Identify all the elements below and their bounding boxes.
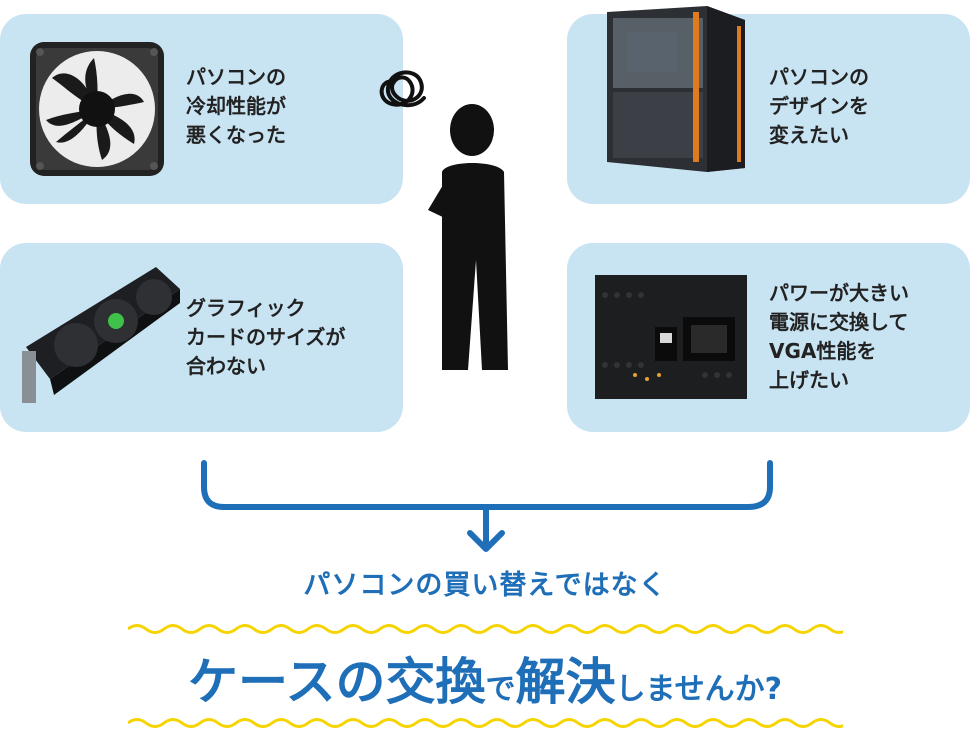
case-fan-icon <box>30 42 164 176</box>
headline-main: ケースの交換で解決しませんか? <box>125 642 845 714</box>
card-gpu-size: グラフィック カードのサイズが 合わない <box>0 243 403 432</box>
wave-divider-bottom <box>128 718 843 728</box>
card-cooling-text: パソコンの 冷却性能が 悪くなった <box>186 65 286 147</box>
power-supply-icon <box>595 275 747 399</box>
card-cooling: パソコンの 冷却性能が 悪くなった <box>0 14 403 204</box>
card-power-text: パワーが大きい 電源に交換して VGA性能を 上げたい <box>769 281 909 392</box>
merge-arrow-icon <box>201 460 773 552</box>
card-power: パワーが大きい 電源に交換して VGA性能を 上げたい <box>567 243 970 432</box>
headline-part-case-change: ケースの交換 <box>187 653 486 711</box>
card-design-text: パソコンの デザインを 変えたい <box>769 65 869 147</box>
wave-divider-top <box>128 624 843 634</box>
pc-case-icon <box>607 6 745 172</box>
headline-subtitle: パソコンの買い替えではなく <box>303 570 667 601</box>
headline-part-de: で <box>485 672 516 707</box>
card-design: パソコンの デザインを 変えたい <box>567 6 970 204</box>
headline-part-solve: 解決 <box>515 653 616 711</box>
graphics-card-icon <box>22 267 180 403</box>
headline-part-question: しませんか? <box>615 672 782 707</box>
thinking-person-icon <box>379 70 508 370</box>
card-gpu-size-text: グラフィック カードのサイズが 合わない <box>186 296 346 378</box>
